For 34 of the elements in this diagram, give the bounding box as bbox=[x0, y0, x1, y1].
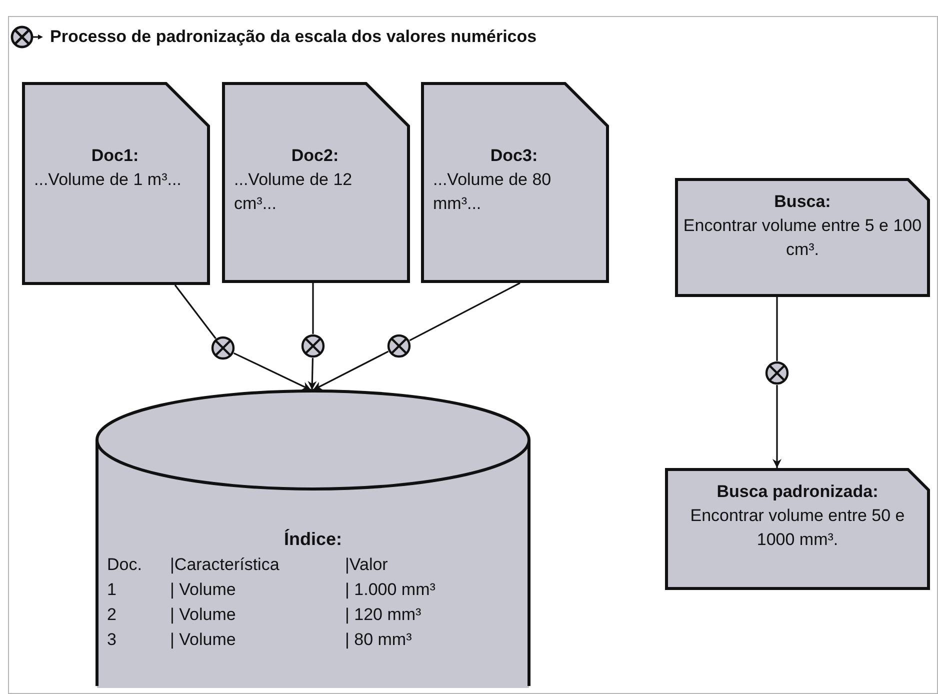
table-cell-text: | 80 mm³ bbox=[345, 629, 413, 651]
table-cell-text: | 120 mm³ bbox=[345, 604, 422, 626]
table-cell-text: |Valor bbox=[345, 554, 389, 576]
document-shape bbox=[421, 82, 609, 283]
body-text: ...Volume de 80 mm³... bbox=[433, 169, 552, 215]
heading-text: Doc3: bbox=[489, 145, 539, 167]
arrow bbox=[312, 350, 389, 391]
document-shape bbox=[222, 82, 410, 283]
heading-text: Busca padronizada: bbox=[716, 481, 880, 503]
note-box bbox=[675, 178, 930, 297]
table-cell-text: 2 bbox=[107, 604, 118, 626]
table-cell-text: | Volume bbox=[170, 579, 237, 601]
arrow bbox=[233, 352, 312, 391]
table-cell-text: 3 bbox=[107, 629, 118, 651]
table-cell-text: | Volume bbox=[170, 629, 237, 651]
arrow bbox=[772, 385, 782, 468]
arrow bbox=[308, 358, 317, 390]
table-cell-text: 1 bbox=[107, 579, 118, 601]
heading-text: Busca: bbox=[773, 191, 832, 213]
body-text: Encontrar volume entre 50 e 1000 mm³. bbox=[689, 505, 906, 551]
body-text: ...Volume de 12 cm³... bbox=[234, 169, 354, 215]
legend-text: Processo de padronização da escala dos valores numéricos bbox=[50, 26, 537, 48]
note-box bbox=[665, 468, 930, 590]
heading-text: Doc1: bbox=[90, 145, 140, 167]
table-cell-text: Doc. bbox=[107, 554, 143, 576]
body-text: Encontrar volume entre 5 e 100 cm³. bbox=[683, 215, 922, 261]
table-cell-text: | 1.000 mm³ bbox=[345, 579, 436, 601]
heading-text: Doc2: bbox=[290, 145, 340, 167]
table-cell-text: |Característica bbox=[170, 554, 280, 576]
index-heading: Índice: bbox=[284, 529, 342, 549]
table-cell-text: | Volume bbox=[170, 604, 237, 626]
index-cylinder bbox=[95, 388, 531, 690]
body-text: ...Volume de 1 m³... bbox=[34, 169, 182, 191]
document-shape bbox=[22, 82, 210, 285]
